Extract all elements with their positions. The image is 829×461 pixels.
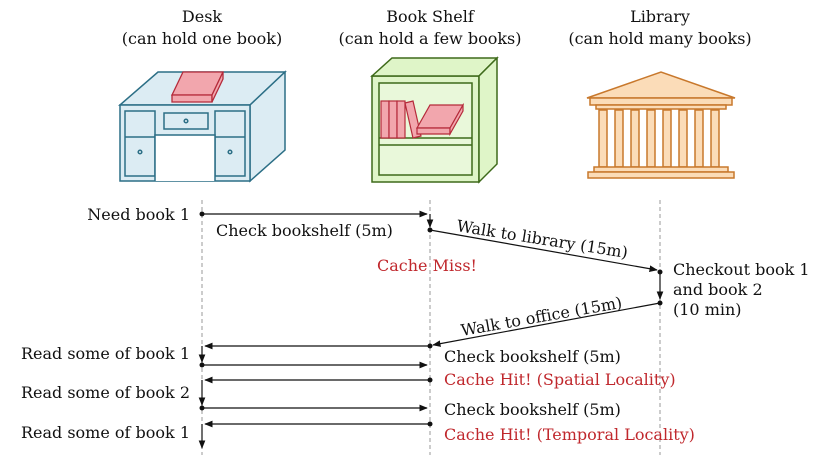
desk-icon <box>117 70 287 183</box>
bookshelf-subtitle: (can hold a few books) <box>339 29 522 48</box>
check-bookshelf-label-3: Check bookshelf (5m) <box>444 400 621 419</box>
read-book2-label: Read some of book 2 <box>21 383 190 402</box>
library-title: Library <box>630 7 690 26</box>
bookshelf-title: Book Shelf <box>386 7 475 26</box>
need-book-label: Need book 1 <box>87 205 190 224</box>
checkout-label-3: (10 min) <box>673 300 742 319</box>
cache-hit-temporal-label: Cache Hit! (Temporal Locality) <box>444 425 695 444</box>
read-book1-label-a: Read some of book 1 <box>21 344 190 363</box>
desk-title: Desk <box>182 7 223 26</box>
timelines <box>201 200 661 455</box>
desk-subtitle: (can hold one book) <box>122 29 282 48</box>
flow-dots <box>199 211 663 427</box>
read-book1-label-b: Read some of book 1 <box>21 423 190 442</box>
checkout-label-2: and book 2 <box>673 280 763 299</box>
checkout-label-1: Checkout book 1 <box>673 260 810 279</box>
cache-hit-spatial-label: Cache Hit! (Spatial Locality) <box>444 370 676 389</box>
check-bookshelf-label-1: Check bookshelf (5m) <box>216 221 393 240</box>
flow-arrows <box>198 210 664 449</box>
walk-to-office-label: Walk to office (15m) <box>459 293 623 340</box>
library-icon <box>586 71 736 179</box>
shelf-books-icon <box>380 100 465 139</box>
cache-miss-label: Cache Miss! <box>377 256 477 275</box>
library-subtitle: (can hold many books) <box>568 29 751 48</box>
check-bookshelf-label-2: Check bookshelf (5m) <box>444 347 621 366</box>
desk-book-icon <box>170 71 225 103</box>
